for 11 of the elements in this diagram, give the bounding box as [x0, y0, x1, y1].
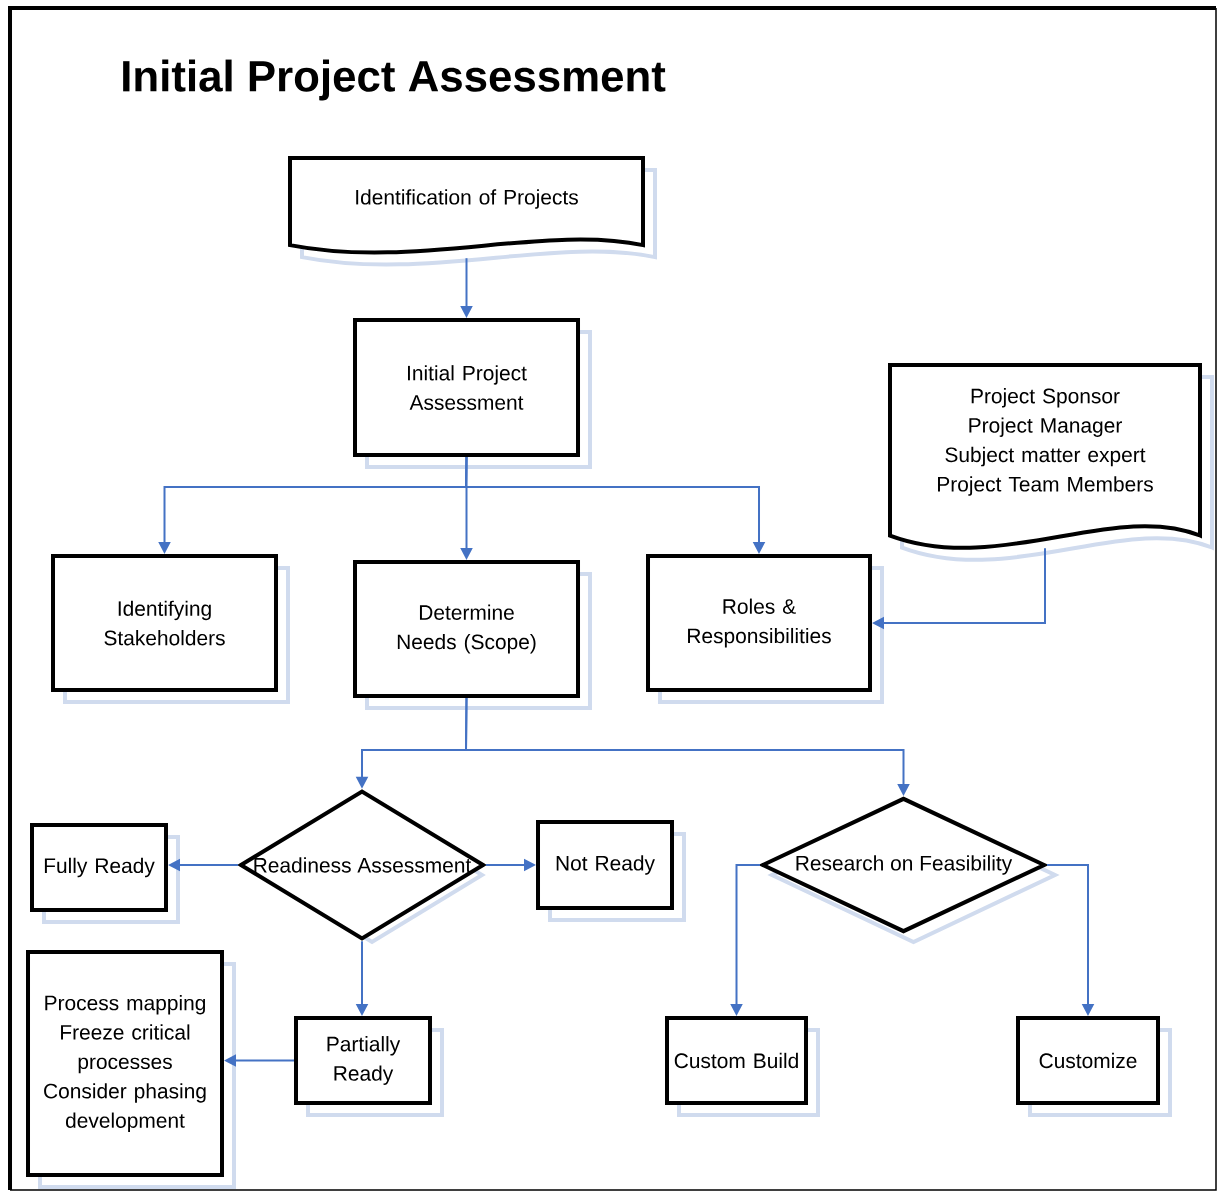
title: Initial Project Assessment — [123, 59, 666, 101]
process-box: Custom Build — [665, 1016, 820, 1117]
process-box: Not Ready — [536, 820, 686, 922]
process-box: Identifying Stakeholders — [51, 554, 290, 704]
process-box: Roles & Responsibilities — [646, 554, 884, 704]
process-box: Initial Project Assessment — [353, 318, 592, 469]
process-box: Partially Ready — [294, 1016, 444, 1117]
process-box: Process mapping Freeze critical processes Consider phasing development — [26, 950, 236, 1189]
process-box: Fully Ready — [30, 823, 180, 924]
process-box: Customize — [1016, 1016, 1172, 1117]
process-box: Determine Needs (Scope) — [353, 560, 592, 710]
